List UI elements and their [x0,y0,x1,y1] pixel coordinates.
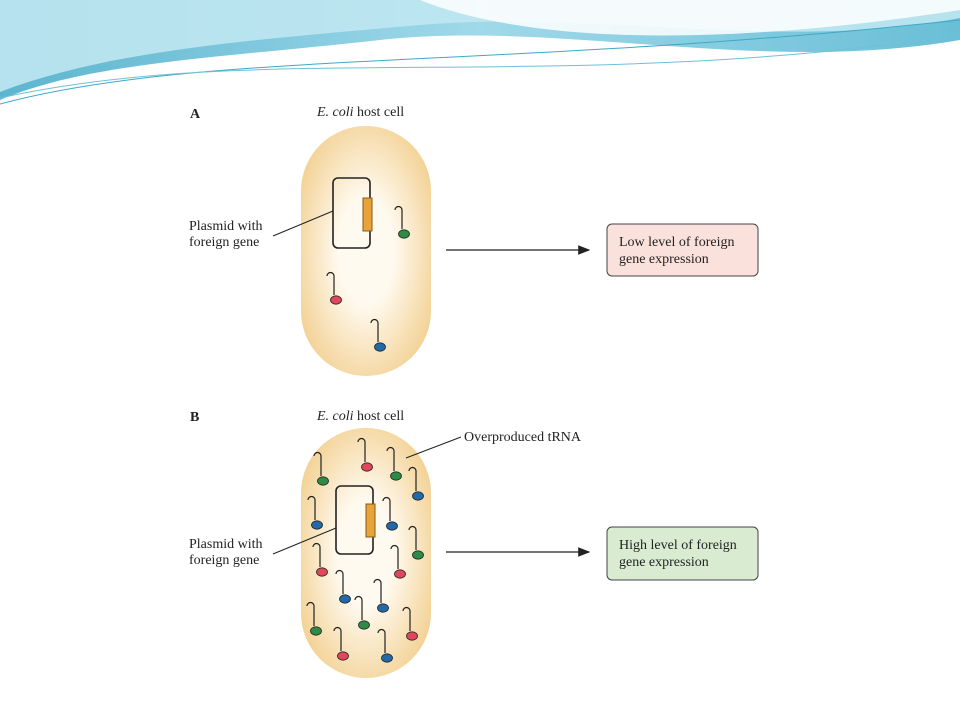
trna-molecule [354,595,370,630]
trna-molecule [335,569,351,604]
panel-b-plasmid-leader [272,527,337,555]
panel-b-result-box [606,526,759,581]
trna-molecule [386,446,402,481]
panel-b-plasmid-label-line1: Plasmid with [189,537,263,552]
trna-molecule [312,542,328,577]
panel-a-letter: A [190,107,201,122]
trna-molecule [377,628,393,663]
panel-a-plasmid-leader [272,210,334,237]
panel-a-trna-blue [370,318,386,352]
panel-b-trna-label: Overproduced tRNA [464,430,582,445]
panel-b-trna-group [306,437,424,663]
trna-molecule [408,525,424,560]
trna-diagram: A E. coli host cell Plasmid with foreign… [189,105,759,678]
panel-a-result-line1: Low level of foreign [619,235,734,250]
banner-white-streak [420,0,960,36]
panel-a-plasmid-label-line2: foreign gene [189,235,259,250]
panel-b-result-line2: gene expression [619,555,709,570]
panel-b-cell [301,428,431,678]
banner-line-2 [0,34,960,99]
panel-b-plasmid-label-line2: foreign gene [189,553,259,568]
panel-a-trna-green [394,205,410,239]
panel-a-result-line2: gene expression [619,252,709,267]
trna-molecule [307,495,323,530]
panel-a-trna-red [326,271,342,305]
trna-molecule [357,437,373,472]
trna-molecule [313,451,329,486]
panel-a-plasmid-label-line1: Plasmid with [189,219,263,234]
trna-molecule [402,606,418,641]
trna-molecule [408,466,424,501]
trna-molecule [373,578,389,613]
banner-line-1 [0,19,960,105]
panel-a-result-box [606,223,759,277]
figure-panel: A E. coli host cell Plasmid with foreign… [176,96,786,694]
panel-b-trna-leader [405,436,462,459]
panel-b-letter: B [190,410,199,425]
panel-b-host-cell-label: E. coli host cell [316,409,404,424]
panel-a-host-cell-label: E. coli host cell [316,105,404,120]
panel-a: A E. coli host cell Plasmid with foreign… [189,105,759,376]
trna-molecule [390,544,406,579]
panel-b-foreign-gene [365,503,376,538]
trna-molecule [333,626,349,661]
panel-b-result-line1: High level of foreign [619,538,737,553]
panel-b: B E. coli host cell Plasmid with foreign… [189,409,759,678]
decorative-wave-banner [0,0,960,105]
panel-a-foreign-gene [362,197,373,232]
panel-a-cell [301,126,431,376]
trna-molecule [382,496,398,531]
trna-molecule [306,601,322,636]
